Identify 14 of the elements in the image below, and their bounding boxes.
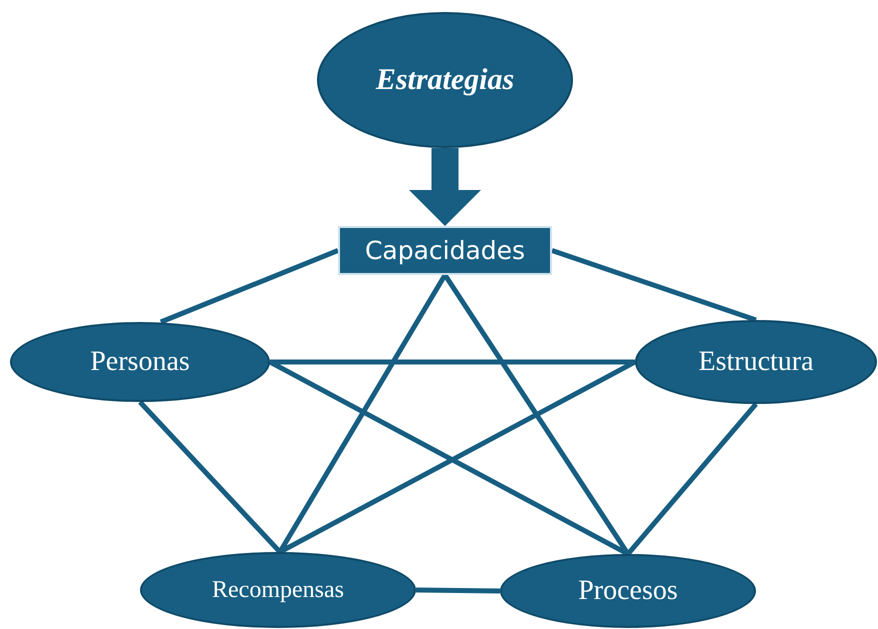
node-label: Recompensas: [212, 576, 344, 604]
node-label: Estructura: [698, 346, 814, 378]
connector-line: [138, 400, 282, 554]
connector-line: [416, 588, 500, 594]
rectangle-node: [338, 226, 552, 275]
connector-line: [270, 360, 635, 364]
connector-line: [626, 402, 758, 556]
connector-line: [160, 248, 339, 324]
node-label: Estrategias: [376, 63, 514, 97]
block-arrow: [409, 148, 481, 226]
node-label: Personas: [90, 346, 190, 378]
connector-line: [551, 248, 757, 322]
node-label: Capacidades: [364, 236, 526, 265]
node-label: Procesos: [578, 575, 678, 607]
